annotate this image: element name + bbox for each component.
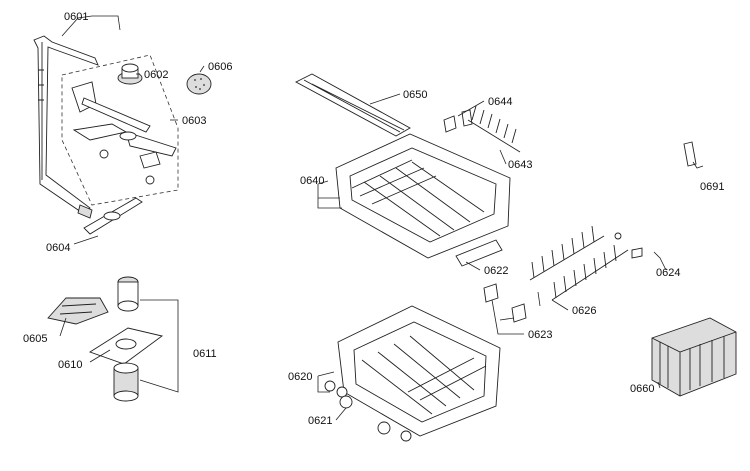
callout-0604: 0604: [46, 242, 70, 254]
callout-0623: 0623: [528, 329, 552, 341]
filter-cover: [47, 297, 109, 325]
rail-clip: [683, 141, 697, 167]
spray-supply-pipe: [33, 35, 99, 219]
callout-0603: 0603: [182, 115, 206, 127]
filter-disc: [186, 73, 212, 95]
cutlery-basket: [651, 317, 737, 397]
callout-0660: 0660: [630, 383, 654, 395]
callout-0620: 0620: [288, 371, 312, 383]
basket-rail: [455, 239, 503, 267]
spray-arm-nut: [117, 63, 143, 85]
callout-0640: 0640: [300, 175, 324, 187]
lower-basket: [337, 305, 501, 437]
callout-0602: 0602: [144, 69, 168, 81]
callout-0624: 0624: [656, 267, 680, 279]
callout-0644: 0644: [488, 96, 512, 108]
lower-spray-arm: [83, 197, 143, 235]
callout-0611: 0611: [193, 348, 217, 360]
callout-labels: 0601 0602 0606 0603 0604 0605 0610 0611 …: [23, 11, 724, 427]
middle-spray-arm: [71, 81, 177, 185]
lower-basket-tines: [529, 225, 629, 301]
callout-0605: 0605: [23, 333, 47, 345]
upper-basket-tine-row: [295, 73, 411, 137]
callout-0650: 0650: [403, 89, 427, 101]
callout-0601: 0601: [64, 11, 88, 23]
callout-0606: 0606: [208, 61, 232, 73]
basket-rollers: [483, 283, 527, 323]
callout-0691: 0691: [700, 181, 724, 193]
callout-0626: 0626: [572, 305, 596, 317]
leader-lines: [59, 15, 704, 421]
callout-0622: 0622: [484, 265, 508, 277]
cup-rack-clip: [443, 109, 473, 133]
callout-0621: 0621: [308, 415, 332, 427]
upper-basket: [335, 133, 511, 259]
folding-tines: [467, 105, 521, 153]
tine-holder-clips: [614, 232, 643, 259]
callout-0610: 0610: [58, 359, 82, 371]
callout-0643: 0643: [508, 159, 532, 171]
filter-assembly: [88, 276, 164, 402]
